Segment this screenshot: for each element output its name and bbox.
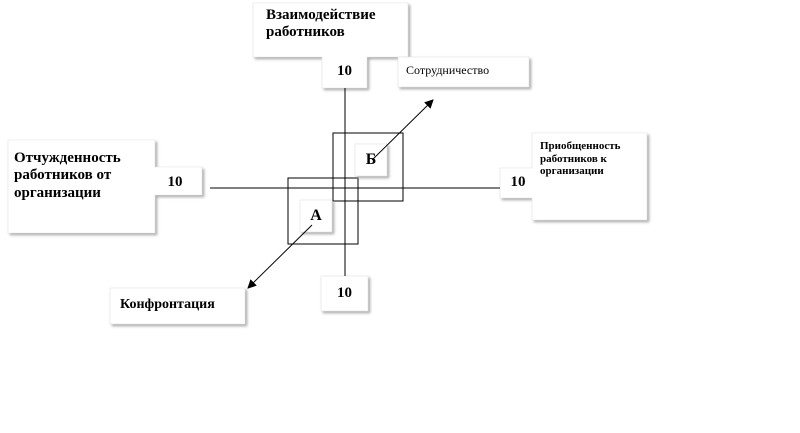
zone-a-label-box xyxy=(299,199,333,233)
right-label-box xyxy=(499,132,648,221)
left-axis-label: Отчужденность работников от организации xyxy=(14,150,121,201)
cooperation-arrow xyxy=(371,99,434,161)
zone-b-label-box xyxy=(354,143,388,177)
cooperation-label: Сотрудничество xyxy=(406,63,490,77)
confrontation-arrow xyxy=(247,224,313,289)
zone-a-label: А xyxy=(310,207,322,224)
right-axis-label: Приобщенность работников к организации xyxy=(540,140,621,178)
bottom-axis-value: 10 xyxy=(337,285,352,301)
confrontation-label: Конфронтация xyxy=(120,297,215,312)
zone-a-square xyxy=(287,177,359,245)
zone-b-label: Б xyxy=(365,151,377,168)
upper-arrow-label-box xyxy=(397,56,530,88)
lower-arrow-label-box xyxy=(109,287,246,325)
left-axis-value: 10 xyxy=(167,174,183,190)
top-axis-label: Взаимодействие работников xyxy=(266,7,376,41)
top-axis-value: 10 xyxy=(337,63,352,79)
top-label-box xyxy=(252,2,409,89)
zone-b-square xyxy=(332,132,404,202)
right-axis-value: 10 xyxy=(510,174,526,190)
left-label-box xyxy=(7,139,203,234)
